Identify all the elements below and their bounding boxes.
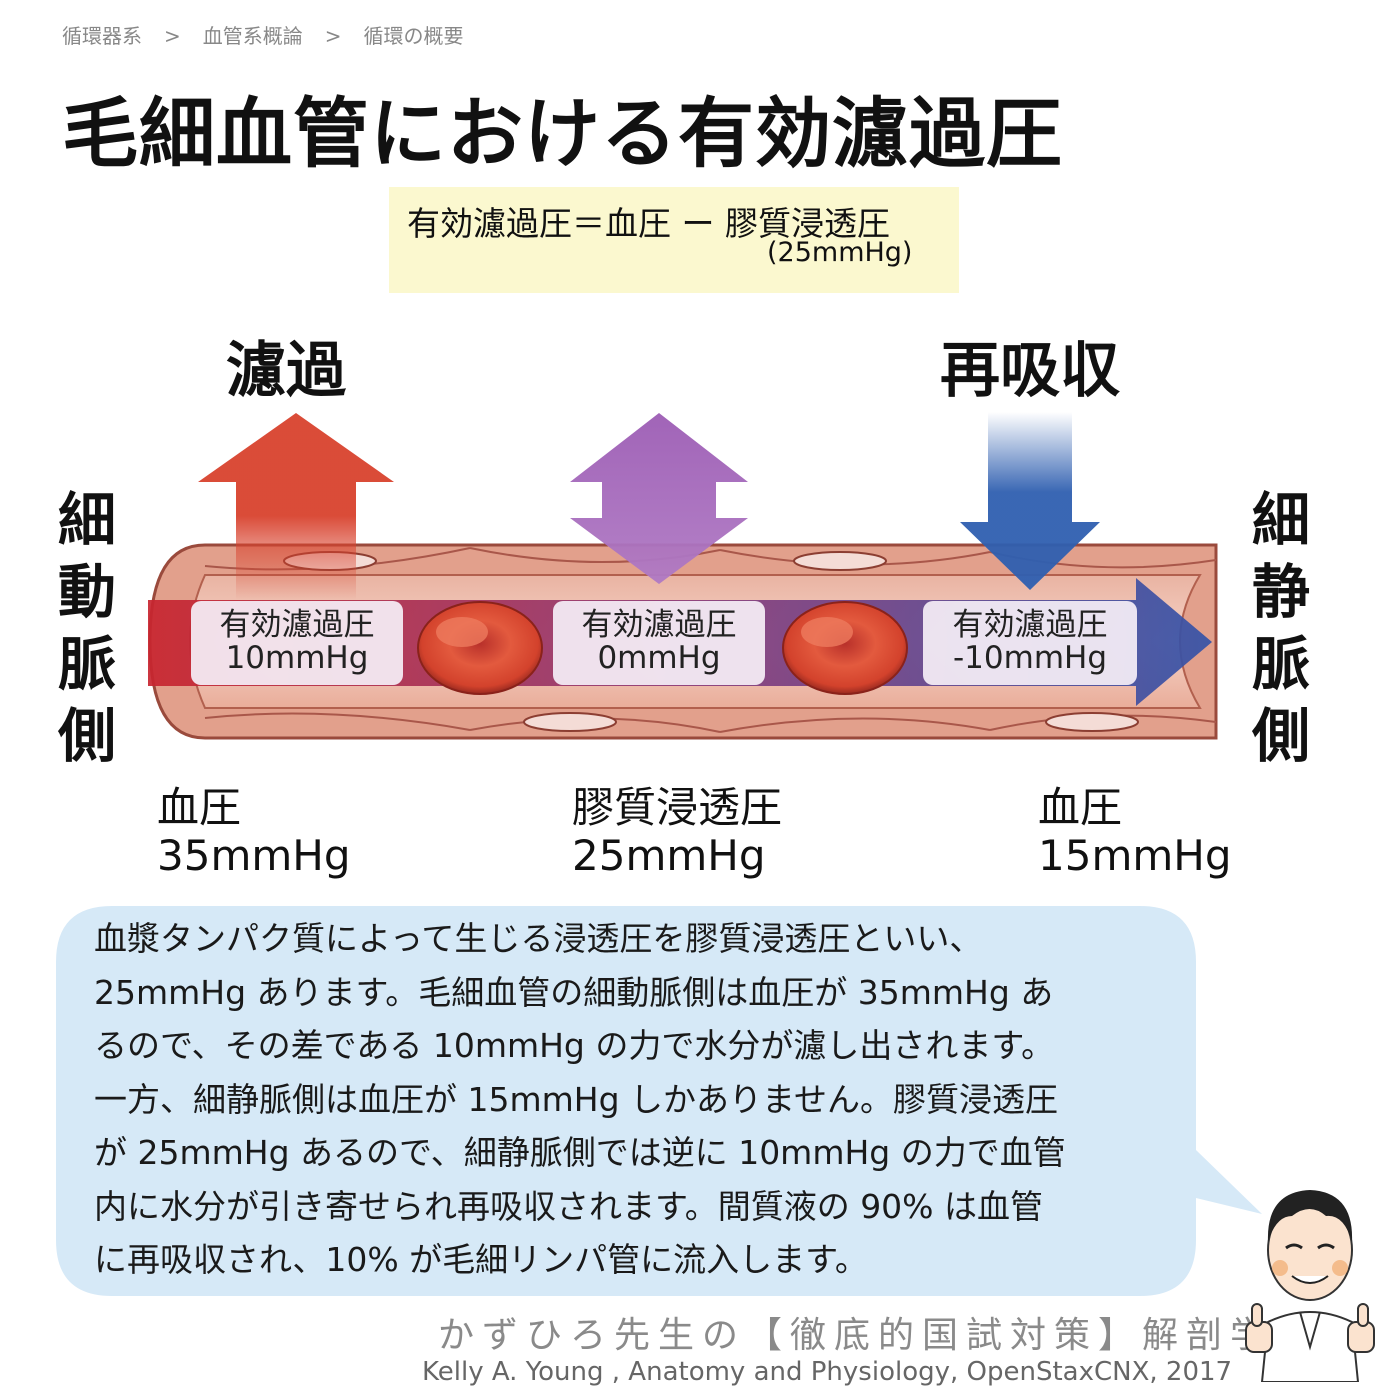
explanation-text: 血漿タンパク質によって生じる浸透圧を膠質浸透圧といい、 25mmHg あります。… [94, 919, 1066, 1279]
breadcrumb-separator: > [324, 24, 342, 48]
effective-pressure-box-middle: 有効濾過圧 0mmHg [553, 601, 765, 685]
effective-pressure-box-arterial: 有効濾過圧 10mmHg [191, 601, 403, 685]
equilibrium-arrow [570, 413, 748, 584]
box-value: 10mmHg [225, 640, 369, 676]
cell-nucleus [793, 551, 887, 571]
effective-pressure-box-venous: 有効濾過圧 -10mmHg [923, 601, 1137, 685]
blood-pressure-arterial: 血圧 35mmHg [157, 783, 351, 880]
box-value: 0mmHg [597, 640, 721, 676]
filtration-label: 濾過 [226, 336, 346, 406]
arterial-side-label: 細動脈側 [57, 486, 116, 770]
formula-main: 有効濾過圧＝血圧 ー 膠質浸透圧 [407, 204, 890, 243]
cell-nucleus [1045, 712, 1139, 732]
cell-nucleus [523, 712, 617, 732]
box-value: -10mmHg [952, 640, 1108, 676]
teacher-mascot-icon [1245, 1190, 1375, 1382]
breadcrumb-separator: > [164, 24, 181, 48]
filtration-arrow [198, 413, 394, 600]
brand-text: かずひろ先生の【徹底的国試対策】解剖学 [438, 1315, 1275, 1356]
breadcrumb-item[interactable]: 循環の概要 [363, 24, 464, 48]
breadcrumb-item[interactable]: 循環器系 [62, 24, 142, 48]
page-title: 毛細血管における有効濾過圧 [62, 89, 1063, 178]
box-label: 有効濾過圧 [581, 607, 737, 643]
breadcrumb: 循環器系 > 血管系概論 > 循環の概要 [62, 20, 464, 49]
box-label: 有効濾過圧 [952, 607, 1108, 643]
credit-text: Kelly A. Young , Anatomy and Physiology,… [422, 1357, 1233, 1387]
reabsorption-label: 再吸収 [940, 336, 1120, 406]
breadcrumb-item[interactable]: 血管系概論 [202, 24, 303, 48]
formula-sub: (25mmHg) [767, 237, 913, 268]
formula-box: 有効濾過圧＝血圧 ー 膠質浸透圧 (25mmHg) [389, 187, 959, 293]
venous-side-label: 細静脈側 [1251, 486, 1310, 770]
box-label: 有効濾過圧 [219, 607, 375, 643]
reabsorption-arrow [960, 412, 1100, 590]
blood-pressure-venous: 血圧 15mmHg [1038, 783, 1232, 880]
colloid-osmotic-pressure: 膠質浸透圧 25mmHg [572, 783, 783, 880]
